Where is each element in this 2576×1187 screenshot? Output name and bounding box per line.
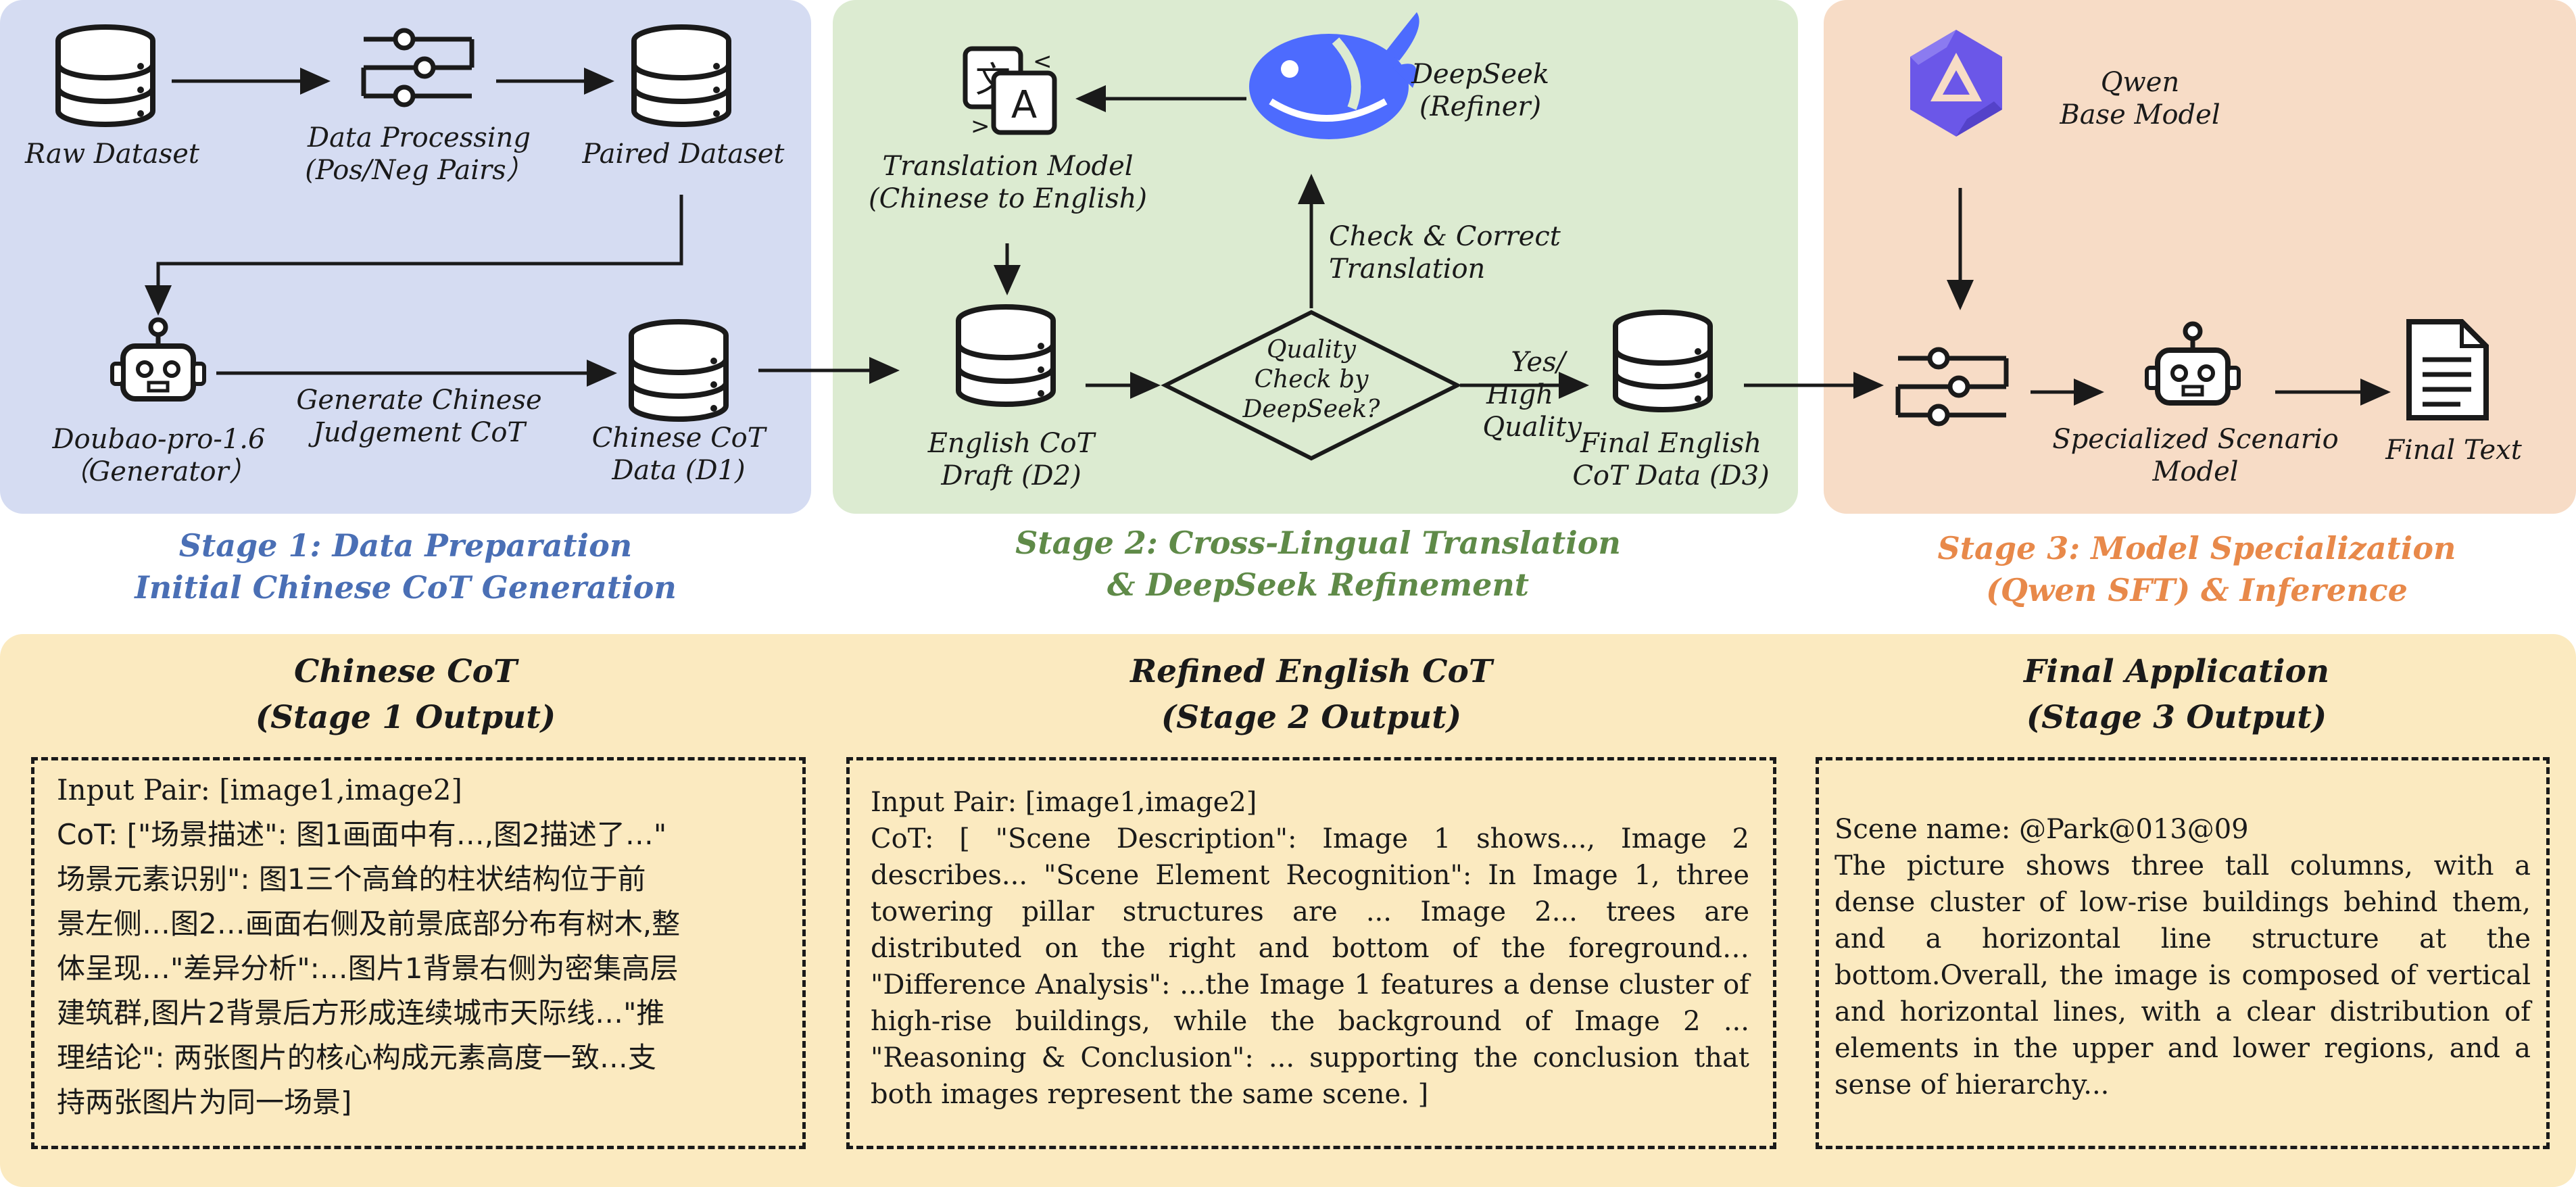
sft-pipeline-icon bbox=[1898, 349, 2006, 424]
stage1-title: Stage 1: Data Preparation Initial Chines… bbox=[68, 525, 744, 608]
col1-line-3: 场景元素识别": 图1三个高耸的柱状结构位于前 bbox=[57, 863, 646, 896]
generate-cot-edge-label: Generate Chinese Judgement CoT bbox=[284, 384, 554, 449]
chinese-cot-line2: Data (D1) bbox=[612, 455, 746, 486]
check-correct-line2: Translation bbox=[1329, 253, 1486, 285]
stage3-title: Stage 3: Model Specialization (Qwen SFT)… bbox=[1879, 527, 2514, 611]
raw-dataset-label: Raw Dataset bbox=[25, 139, 199, 170]
quality-check-label: Quality Check by DeepSeek? bbox=[1217, 335, 1406, 425]
data-processing-title: Data Processing bbox=[308, 122, 531, 153]
quality-check-diamond bbox=[1161, 310, 1462, 461]
stage2-title-line2: & DeepSeek Refinement bbox=[1107, 566, 1530, 603]
col1-line-8: 持两张图片为同一场景] bbox=[57, 1086, 352, 1119]
col1-line-1: Input Pair: [image1,image2] bbox=[57, 773, 462, 806]
output-col1-title: Chinese CoT (Stage 1 Output) bbox=[108, 649, 703, 741]
qwen-logo-icon bbox=[1910, 30, 2002, 137]
qwen-base-model-label: Qwen Base Model bbox=[2039, 66, 2241, 131]
refined-english-output-text: Input Pair: [image1,image2] CoT: [ "Scen… bbox=[871, 784, 1749, 1113]
output-col2-title-line1: Refined English CoT bbox=[1130, 653, 1492, 690]
english-cot-draft-label: English CoT Draft (D2) bbox=[903, 427, 1119, 492]
specialized-line2: Model bbox=[2152, 456, 2239, 487]
deepseek-role: (Refiner) bbox=[1419, 91, 1542, 122]
generate-cot-line1: Generate Chinese bbox=[296, 385, 542, 416]
chinese-cot-output-box bbox=[31, 757, 806, 1149]
col1-line-7: 理结论": 两张图片的核心构成元素高度一致…支 bbox=[57, 1041, 656, 1074]
generator-name: Doubao-pro-1.6 bbox=[52, 424, 266, 455]
qwen-role: Base Model bbox=[2060, 99, 2220, 130]
generator-label: Doubao-pro-1.6 （Generator） bbox=[27, 423, 291, 488]
yes-line2: High bbox=[1486, 379, 1553, 410]
raw-dataset-icon bbox=[58, 27, 153, 124]
pos-neg-pairs: (Pos/Neg Pairs） bbox=[305, 155, 533, 186]
translation-model-line2: (Chinese to English) bbox=[868, 183, 1148, 214]
col1-line-5: 体呈现…"差异分析":…图片1背景右侧为密集高层 bbox=[57, 952, 679, 985]
stage1-title-line2: Initial Chinese CoT Generation bbox=[135, 569, 677, 606]
svg-text:<: < bbox=[1033, 48, 1052, 75]
output-col3-title-line1: Final Application bbox=[2023, 653, 2330, 690]
document-icon bbox=[2406, 319, 2489, 420]
specialized-line1: Specialized Scenario bbox=[2052, 424, 2339, 455]
stage2-title-line1: Stage 2: Cross-Lingual Translation bbox=[1015, 525, 1621, 561]
generator-role: （Generator） bbox=[62, 456, 256, 487]
output-col3-title-line2: (Stage 3 Output) bbox=[2026, 699, 2327, 736]
whale-icon bbox=[1249, 12, 1419, 139]
data-processing-icon bbox=[364, 30, 472, 105]
specialized-model-robot-icon bbox=[2147, 324, 2239, 403]
chinese-cot-line1: Chinese CoT bbox=[591, 422, 766, 454]
col1-line-4: 景左侧…图2…画面右侧及前景底部分布有树木,整 bbox=[57, 907, 681, 940]
translation-model-line1: Translation Model bbox=[882, 151, 1134, 182]
qwen-name: Qwen bbox=[2100, 67, 2180, 98]
translation-model-label: Translation Model (Chinese to English) bbox=[849, 150, 1167, 215]
stage3-title-line2: (Qwen SFT) & Inference bbox=[1986, 572, 2408, 608]
english-cot-draft-database-icon bbox=[958, 307, 1053, 404]
col2-cot-body: CoT: [ "Scene Description": Image 1 show… bbox=[871, 823, 1749, 1110]
stage3-title-line1: Stage 3: Model Specialization bbox=[1937, 530, 2456, 566]
output-col1-title-line1: Chinese CoT bbox=[294, 653, 517, 690]
specialized-model-label: Specialized Scenario Model bbox=[2040, 423, 2351, 488]
deepseek-label: DeepSeek (Refiner) bbox=[1392, 58, 1568, 123]
stage2-title: Stage 2: Cross-Lingual Translation & Dee… bbox=[946, 522, 1690, 606]
english-cot-draft-line1: English CoT bbox=[927, 428, 1095, 459]
outputs-panel bbox=[0, 634, 2576, 1187]
chinese-cot-database-icon bbox=[631, 322, 726, 419]
data-processing-label: Data Processing (Pos/Neg Pairs） bbox=[291, 122, 548, 187]
col1-line-2: CoT: ["场景描述": 图1画面中有…,图2描述了…" bbox=[57, 818, 667, 851]
chinese-cot-output-text: Input Pair: [image1,image2] CoT: ["场景描述"… bbox=[57, 768, 787, 1125]
output-col3-title: Final Application (Stage 3 Output) bbox=[1879, 649, 2474, 741]
final-english-line2: CoT Data (D3) bbox=[1572, 460, 1770, 491]
final-application-output-text: Scene name: @Park@013@09 The picture sho… bbox=[1834, 811, 2531, 1103]
svg-text:>: > bbox=[971, 113, 990, 140]
check-correct-label: Check & Correct Translation bbox=[1329, 220, 1586, 285]
final-text-label: Final Text bbox=[2385, 435, 2522, 466]
deepseek-name: DeepSeek bbox=[1411, 59, 1549, 90]
yes-line3: Quality bbox=[1482, 412, 1582, 443]
final-english-line1: Final English bbox=[1580, 428, 1762, 459]
stage1-title-line1: Stage 1: Data Preparation bbox=[178, 527, 633, 564]
quality-check-line3: DeepSeek? bbox=[1242, 395, 1380, 423]
chinese-cot-data-label: Chinese CoT Data (D1) bbox=[570, 422, 787, 487]
col1-line-6: 建筑群,图片2背景后方形成连续城市天际线…"推 bbox=[57, 996, 665, 1029]
refined-english-output-box bbox=[846, 757, 1776, 1149]
yes-line1: Yes/ bbox=[1511, 347, 1565, 378]
english-cot-draft-line2: Draft (D2) bbox=[941, 460, 1082, 491]
generate-cot-line2: Judgement CoT bbox=[312, 417, 526, 448]
quality-check-line1: Quality bbox=[1267, 336, 1356, 364]
output-col2-title-line2: (Stage 2 Output) bbox=[1161, 699, 1462, 736]
col3-scene-name: Scene name: @Park@013@09 bbox=[1834, 814, 2249, 845]
col3-body: The picture shows three tall columns, wi… bbox=[1834, 850, 2531, 1100]
check-correct-line1: Check & Correct bbox=[1329, 221, 1561, 252]
paired-dataset-icon bbox=[634, 27, 729, 124]
svg-text:A: A bbox=[1011, 83, 1037, 127]
paired-dataset-label: Paired Dataset bbox=[582, 139, 785, 170]
yes-high-quality-label: Yes/ High Quality bbox=[1440, 346, 1582, 443]
final-english-cot-label: Final English CoT Data (D3) bbox=[1563, 427, 1779, 492]
final-english-database-icon bbox=[1615, 312, 1710, 410]
output-col2-title: Refined English CoT (Stage 2 Output) bbox=[1014, 649, 1609, 741]
generator-robot-icon bbox=[112, 320, 204, 399]
output-col1-title-line2: (Stage 1 Output) bbox=[255, 699, 556, 736]
translate-icon: 文 A < > bbox=[963, 46, 1057, 140]
quality-check-line2: Check by bbox=[1254, 366, 1369, 393]
col2-input-pair: Input Pair: [image1,image2] bbox=[871, 787, 1257, 818]
final-application-output-box bbox=[1816, 757, 2550, 1149]
